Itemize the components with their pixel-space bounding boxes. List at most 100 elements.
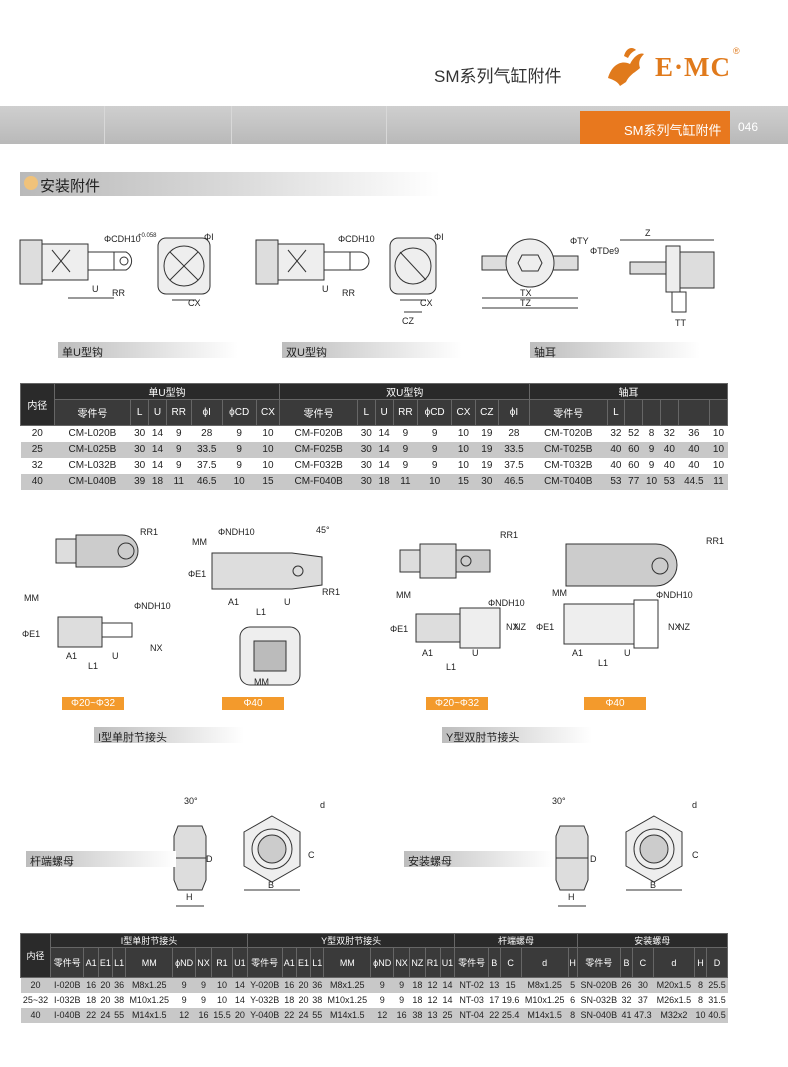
- table-cell: 32: [621, 995, 632, 1005]
- table-cell: 9: [200, 995, 206, 1005]
- table-cell: 22: [282, 1007, 297, 1023]
- table-column-header: U: [148, 399, 167, 426]
- table-column-header: ϕI: [497, 399, 531, 426]
- e1-label-2: ΦE1: [188, 569, 206, 579]
- H-label: H: [186, 892, 193, 902]
- table-cell: 26: [620, 977, 633, 993]
- ndh-label: ΦNDH10: [134, 601, 171, 611]
- table-cell: 18: [412, 995, 423, 1005]
- caption-double-u: 双U型钩: [282, 342, 462, 359]
- table-column-header: [677, 399, 710, 426]
- rr1-label: RR1: [140, 527, 158, 537]
- table-cell: SN-040B: [577, 1007, 621, 1023]
- table-cell: M14x1.5: [125, 1007, 173, 1023]
- table-cell: 15: [500, 977, 522, 993]
- table-column-header: ϕND: [370, 947, 395, 978]
- tde-label: ΦTDe9: [590, 246, 619, 256]
- table-column-header: L: [130, 399, 150, 426]
- cx-label-2: CX: [420, 298, 433, 308]
- u-label-i2: U: [284, 597, 291, 607]
- caption-i-joint: I型单肘节接头: [94, 727, 244, 744]
- table-column-header: ϕCD: [417, 399, 452, 426]
- y-joint-drawing: RR1 RR1 MM ΦNDH10 ΦE1 A1 L1 U NX NZ MM Φ…: [390, 530, 724, 672]
- table-cell: 10: [216, 995, 227, 1005]
- table-cell: 30: [357, 441, 376, 458]
- table-header-group: 轴耳: [529, 383, 728, 400]
- table-column-header: MM: [125, 947, 174, 978]
- table-cell: 30: [134, 460, 146, 471]
- table-cell: 10: [256, 441, 280, 458]
- table-cell: 16: [83, 977, 99, 993]
- table-header-group: 安装螺母: [576, 933, 729, 948]
- table-column-header: d: [652, 947, 695, 978]
- table-cell: 10: [457, 460, 469, 471]
- table-column-header: R1: [211, 947, 233, 978]
- table-header-group: I型单肘节接头: [50, 933, 248, 948]
- phi-40-badge: Φ40: [222, 697, 284, 710]
- table-cell: 24: [296, 1007, 311, 1023]
- table-cell: 30: [360, 460, 372, 471]
- table-cell: 9: [175, 428, 182, 440]
- table-cell: 12: [425, 977, 440, 993]
- table-column-header: ϕI: [190, 399, 223, 426]
- caption-mount-nut: 安装螺母: [404, 851, 554, 868]
- table-cell: 9: [431, 460, 438, 471]
- table-cell: 38: [312, 995, 323, 1005]
- table-cell: 32: [31, 460, 43, 471]
- table-column-header: NX: [194, 947, 213, 978]
- table-column-header: E1: [295, 947, 312, 978]
- table-cell: 60: [628, 460, 640, 471]
- table-cell: 36: [112, 977, 126, 993]
- u-label-2: U: [322, 284, 329, 294]
- table-cell: 13: [488, 977, 501, 993]
- l1-label-y: L1: [446, 662, 456, 672]
- table-cell: 9: [175, 460, 182, 471]
- table-cell: 32: [663, 428, 675, 440]
- mm-label-3: MM: [254, 677, 269, 687]
- table-cell: CM-T032B: [544, 460, 593, 471]
- table-cell: 10: [451, 441, 476, 458]
- d-label-2: d: [692, 800, 697, 810]
- table-cell: 10: [262, 460, 274, 471]
- table-cell: 14: [151, 428, 164, 440]
- table-cell: 17: [489, 995, 500, 1005]
- table-column-header: B: [620, 947, 633, 978]
- table-column-header: A1: [281, 947, 297, 978]
- table-cell: 10: [211, 977, 233, 993]
- table-column-header: D: [705, 947, 729, 978]
- table-cell: 12: [370, 1007, 394, 1023]
- table-cell: NT-03: [459, 995, 484, 1005]
- table-column-header: 零件号: [529, 399, 608, 426]
- table-cell: 14: [234, 995, 245, 1005]
- table-cell: 15: [451, 473, 476, 490]
- table-cell: 10: [417, 473, 452, 490]
- table-cell: 40: [660, 441, 679, 458]
- table-cell: 16: [195, 1007, 212, 1023]
- table-cell: 22: [83, 1007, 99, 1023]
- table-cell: M8x1.25: [323, 977, 371, 993]
- double-u-clevis-drawing: ΦCDH10 ΦI U RR CX CZ: [255, 232, 444, 326]
- table-cell: 37.5: [196, 460, 217, 471]
- section-title-text: 安装附件: [40, 178, 101, 195]
- table-cell: 11: [166, 473, 192, 490]
- mount-nut-drawing: 30° d D C B H: [552, 796, 699, 907]
- table-cell: CM-L025B: [54, 441, 131, 458]
- table-cell: CM-T020B: [544, 428, 593, 440]
- D-label: D: [206, 854, 213, 864]
- table-cell: 14: [378, 460, 390, 471]
- table-cell: 20: [100, 995, 111, 1005]
- B-label: B: [268, 880, 274, 890]
- table-cell: 14: [232, 977, 248, 993]
- table-cell: 40: [688, 460, 700, 471]
- table-cell: M10x1.25: [129, 995, 169, 1005]
- table-cell: Y-020B: [247, 977, 283, 993]
- table-column-header: CZ: [474, 399, 499, 426]
- table-cell: 11: [393, 473, 418, 490]
- table-cell: CM-F032B: [294, 460, 343, 471]
- table-column-header: 零件号: [53, 399, 132, 426]
- table-cell: 9: [222, 441, 257, 458]
- table-column-header: 零件号: [454, 947, 489, 978]
